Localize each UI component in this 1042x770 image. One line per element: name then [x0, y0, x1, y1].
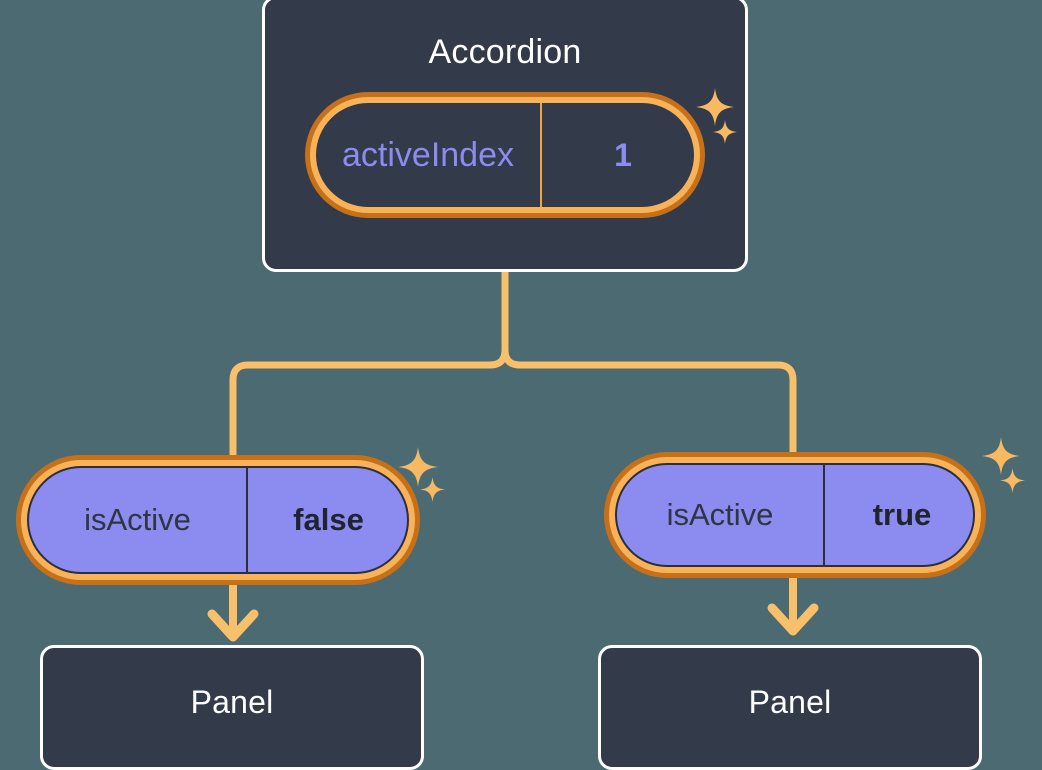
state-pill-activeindex-value: 1: [614, 136, 632, 173]
arrow-left-head-icon: [207, 609, 259, 642]
state-pill-highlight-ring: activeIndex 1: [310, 97, 700, 213]
prop-pill-highlight-ring-left: isActive false: [21, 460, 415, 580]
accordion-title: Accordion: [428, 33, 582, 71]
sparkle-left-pill-small-icon: [420, 477, 445, 502]
sparkle-right-pill-small-icon: [1000, 468, 1025, 493]
panel-title-left: Panel: [190, 684, 274, 720]
prop-pill-isactive-right-key: isActive: [617, 465, 825, 565]
sparkle-right-pill-large-icon: [982, 437, 1020, 475]
tree-connector-path: [229, 268, 509, 464]
prop-pill-isactive-right[interactable]: isActive true: [604, 452, 986, 578]
panel-component-box-right[interactable]: Panel: [598, 645, 982, 770]
panel-title-right: Panel: [748, 684, 832, 720]
state-pill-activeindex[interactable]: activeIndex 1: [305, 92, 705, 218]
state-pill-body: activeIndex 1: [316, 103, 694, 207]
tree-connector-path-right: [501, 268, 797, 462]
panel-component-box-left[interactable]: Panel: [40, 645, 424, 770]
prop-pill-body-left: isActive false: [27, 466, 409, 574]
prop-pill-body-right: isActive true: [615, 463, 975, 567]
prop-pill-isactive-right-value: true: [872, 497, 932, 532]
prop-pill-isactive-left[interactable]: isActive false: [16, 455, 420, 585]
prop-pill-highlight-ring-right: isActive true: [609, 457, 981, 573]
state-pill-activeindex-key: activeIndex: [316, 103, 542, 207]
prop-pill-isactive-left-key: isActive: [29, 468, 248, 572]
arrow-right-head-icon: [767, 603, 819, 636]
prop-pill-isactive-left-value: false: [293, 502, 364, 537]
